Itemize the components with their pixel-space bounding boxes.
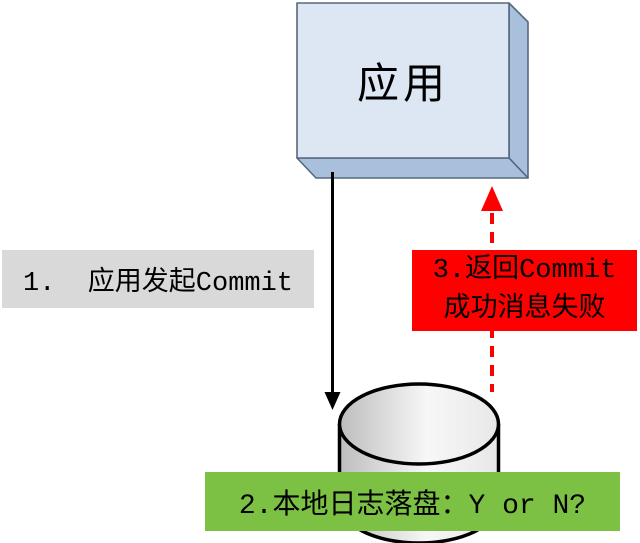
- return-up-arrow: [481, 186, 503, 392]
- app-box-shape: [296, 2, 529, 179]
- return-up-arrowhead-icon: [481, 186, 503, 211]
- app-box-front-face: [296, 2, 510, 159]
- step2-local-log-label: 2.本地日志落盘：Y or N?: [205, 472, 620, 531]
- step1-commit-label: 1. 应用发起Commit: [2, 250, 314, 308]
- app-box-right-face: [508, 2, 529, 179]
- commit-down-arrow: [324, 172, 341, 410]
- step3-return-failed-label: 3.返回Commit 成功消息失败: [412, 250, 637, 331]
- commit-down-arrowhead-icon: [324, 392, 341, 410]
- step3-line1: 3.返回Commit: [432, 255, 617, 286]
- step3-line2: 成功消息失败: [443, 294, 606, 325]
- app-box-label: 应用: [356, 62, 449, 108]
- database-top-ellipse: [337, 382, 501, 466]
